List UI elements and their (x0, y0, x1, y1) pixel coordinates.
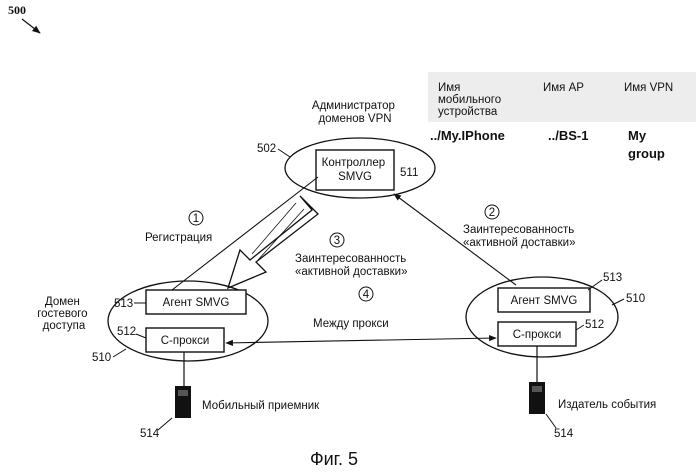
step-1-num: 1 (193, 213, 199, 225)
table-value-vpn: My group (628, 128, 665, 161)
figure-caption: Фиг. 5 (310, 449, 358, 469)
publisher-ref: 514 (554, 428, 574, 440)
table-header-vpn: Имя VPN (624, 82, 673, 94)
publisher-screen-icon (532, 386, 542, 392)
step-2-label: Заинтересованность «активной доставки» (463, 224, 577, 249)
guest-proxy-ref-leader (136, 334, 146, 338)
publisher-agent-ref: 513 (603, 272, 622, 284)
figure-ref: 500 (8, 3, 26, 17)
table-header-ap: Имя AP (543, 82, 584, 94)
device-table: Имя мобильного устройства Имя AP Имя VPN… (428, 72, 696, 161)
publisher-ref-leader (546, 414, 556, 428)
receiver-ref-leader (158, 418, 172, 430)
step-4-num: 4 (363, 289, 370, 301)
admin-ref-leader (278, 149, 290, 157)
guest-agent-label: Агент SMVG (163, 297, 230, 309)
guest-domain: Домен гостевого доступа Агент SMVG 513 С… (37, 281, 268, 364)
admin-title: Администратор доменов VPN (312, 100, 398, 125)
publisher-proxy-label: С-прокси (513, 329, 562, 341)
step-4-label: Между прокси (313, 318, 389, 330)
publisher-domain-ref: 510 (626, 293, 645, 305)
receiver-label: Мобильный приемник (202, 400, 320, 412)
step-3-num: 3 (334, 235, 340, 247)
step-2: 2 Заинтересованность «активной доставки» (463, 205, 577, 249)
publisher-domain: Агент SMVG 513 510 С-прокси 512 (466, 272, 645, 357)
guest-proxy-label: С-прокси (161, 335, 210, 347)
event-publisher: Издатель события 514 (529, 346, 656, 440)
mobile-receiver: Мобильный приемник 514 (140, 352, 320, 440)
table-value-ap: ../BS-1 (548, 128, 588, 143)
guest-agent-ref: 513 (114, 298, 133, 310)
step-1: 1 Регистрация (145, 211, 212, 244)
inter-proxy-line (226, 338, 496, 343)
guest-proxy-ref: 512 (117, 326, 136, 338)
controller-ref: 511 (400, 167, 418, 179)
guest-domain-ref-leader (113, 349, 126, 357)
publisher-proxy-ref: 512 (585, 319, 604, 331)
step-4: 4 Между прокси (313, 287, 389, 330)
step-2-num: 2 (489, 207, 495, 219)
step-1-label: Регистрация (145, 232, 212, 244)
publisher-agent-label: Агент SMVG (511, 295, 578, 307)
receiver-screen-icon (178, 390, 188, 396)
receiver-ref: 514 (140, 428, 160, 440)
guest-domain-ref: 510 (92, 352, 111, 364)
step-3-label: Заинтересованность «активной доставки» (295, 253, 409, 278)
table-value-device: ../My.IPhone (430, 128, 505, 143)
admin-ref: 502 (257, 143, 276, 155)
guest-domain-title: Домен гостевого доступа (37, 296, 91, 332)
publisher-proxy-ref-leader (576, 325, 584, 330)
publisher-label: Издатель события (558, 399, 656, 411)
step-3: 3 Заинтересованность «активной доставки» (295, 233, 409, 278)
controller-box (316, 150, 394, 190)
publisher-domain-ref-leader (612, 299, 624, 305)
admin-domain: Администратор доменов VPN 502 Контроллер… (257, 100, 435, 198)
figure-ref-arrow (22, 19, 40, 33)
